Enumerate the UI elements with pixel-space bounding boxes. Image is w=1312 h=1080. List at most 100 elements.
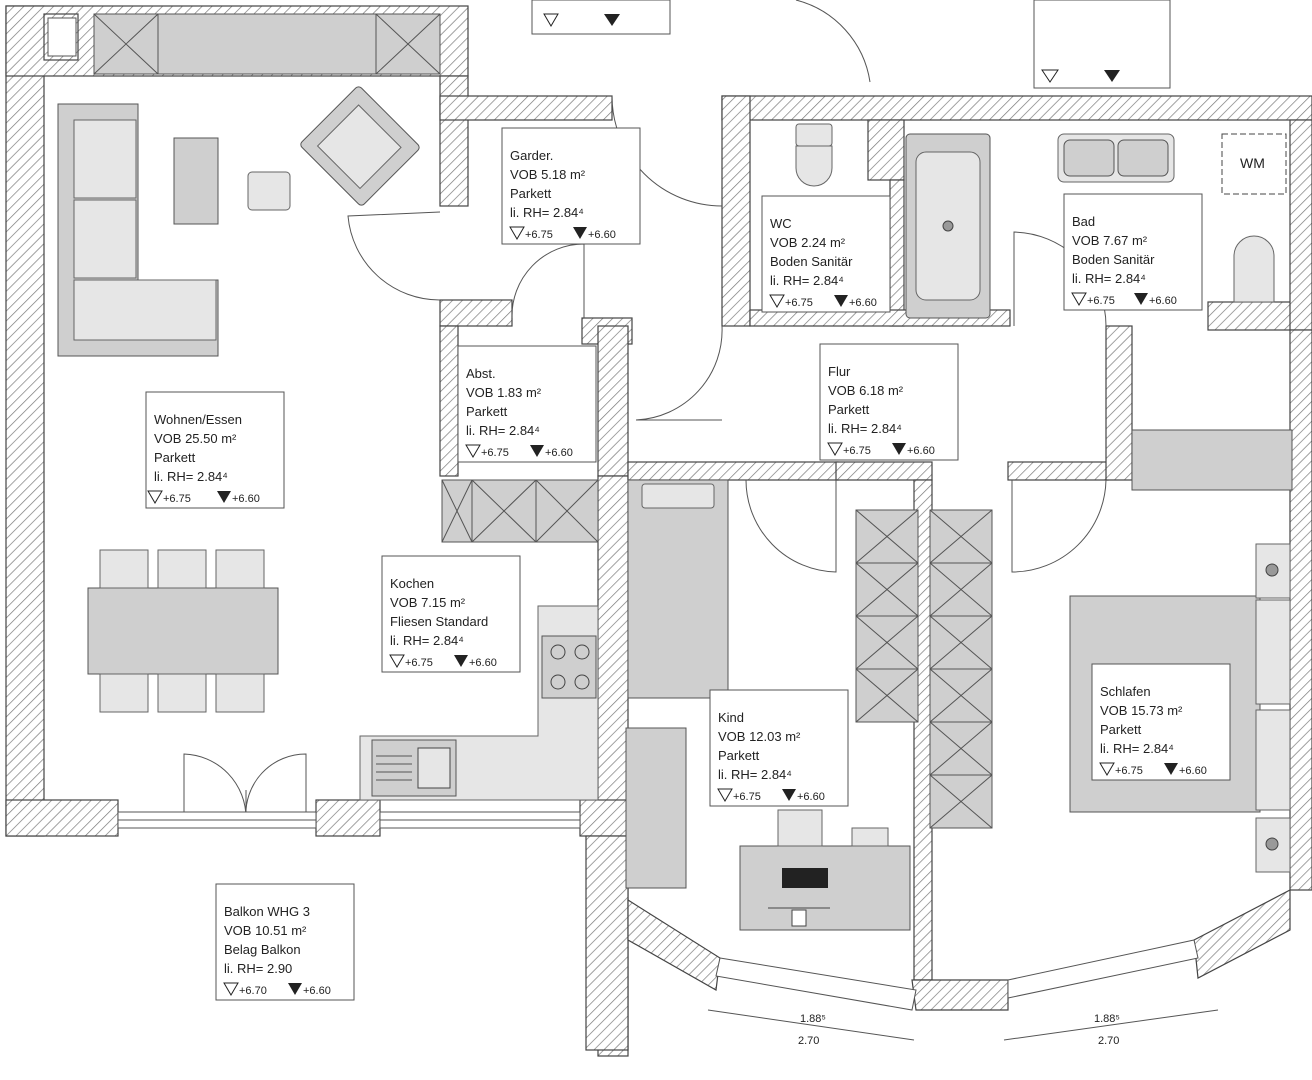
dimensions: 1.88⁵ 2.70 1.88⁵ 2.70: [707, 1009, 1219, 1047]
room-level-top: +6.75: [733, 791, 761, 803]
wall-wc-bad-lower: [889, 179, 905, 327]
wardrobe-cross-line: [855, 562, 919, 617]
room-level-bottom: +6.60: [1179, 765, 1207, 777]
room-area: VOB 1.83 m²: [466, 385, 542, 400]
room-height: li. RH= 2.84⁴: [154, 469, 228, 484]
wall-flur-bottom: [835, 461, 933, 481]
wardrobe-cross-line: [855, 509, 919, 564]
room-height: li. RH= 2.84⁴: [718, 767, 792, 782]
room-name: WC: [770, 216, 792, 231]
dim-line-left: [707, 1009, 915, 1041]
room-height: li. RH= 2.84⁴: [828, 421, 902, 436]
room-name: Schlafen: [1100, 684, 1151, 699]
door-living-garder[interactable]: [347, 211, 441, 301]
room-area: VOB 2.24 m²: [770, 235, 846, 250]
washing-machine: [1221, 133, 1287, 195]
dining-table: [87, 587, 279, 675]
kitchen-upper-cabinets: [441, 479, 599, 543]
room-area: VOB 5.18 m²: [510, 167, 586, 182]
wardrobe-cross-line: [855, 615, 919, 670]
room-level-bottom: +6.60: [588, 229, 616, 241]
room-area: VOB 7.15 m²: [390, 595, 466, 610]
room-level-top: +6.75: [525, 229, 553, 241]
room-height: li. RH= 2.84⁴: [770, 273, 844, 288]
room-name: Garder.: [510, 148, 553, 163]
wall-flur-bottom-right: [1007, 461, 1109, 481]
wc-cistern: [795, 123, 833, 147]
kind-bed: [627, 479, 729, 699]
room-height: li. RH= 2.84⁴: [466, 423, 540, 438]
pillow-1: [1255, 599, 1291, 705]
room-floor: Parkett: [466, 404, 508, 419]
room-labels: Wohnen/Essen VOB 25.50 m² Parkett li. RH…: [145, 127, 1231, 1001]
door-balcony-right[interactable]: [245, 753, 307, 819]
room-area: VOB 7.67 m²: [1072, 233, 1148, 248]
windows: [117, 811, 1199, 1011]
level-filled-triangle-1: [604, 14, 620, 26]
dim-right-bottom: 2.70: [1098, 1035, 1119, 1047]
door-entrance-arc: [795, 0, 871, 83]
wardrobe-cross-line: [855, 668, 919, 723]
level-open-triangle-1: [543, 13, 559, 27]
wardrobe-cross-line: [929, 721, 993, 776]
door-wc[interactable]: [635, 325, 723, 421]
room-floor: Parkett: [828, 402, 870, 417]
cooktop: [541, 635, 597, 699]
room-level-bottom: +6.60: [545, 447, 573, 459]
wall-left-outer: [5, 5, 45, 837]
wardrobe-compartment: [855, 668, 919, 723]
door-abst[interactable]: [511, 243, 585, 319]
room-name: Flur: [828, 364, 851, 379]
wall-flur-right: [1105, 325, 1133, 481]
door-schlafen[interactable]: [1011, 479, 1107, 573]
room-level-top: +6.75: [405, 657, 433, 669]
wall-right-outer-lower: [1289, 329, 1312, 891]
level-filled-triangle-2: [1104, 70, 1120, 82]
room-floor: Parkett: [154, 450, 196, 465]
wall-living-bottom-1: [5, 799, 119, 837]
room-floor: Belag Balkon: [224, 942, 301, 957]
wall-bay-middle: [911, 979, 1009, 1011]
door-entrance[interactable]: [611, 95, 723, 207]
wall-bay-right: [1193, 889, 1291, 979]
living-furniture: [57, 13, 441, 713]
washing-machine-label: WM: [1240, 155, 1265, 171]
wall-garder-bottom-left: [439, 299, 513, 327]
kind-shelf: [625, 727, 687, 889]
chair-bottom-2: [157, 673, 207, 713]
room-level-top: +6.75: [1087, 295, 1115, 307]
wall-garder-top: [439, 95, 613, 121]
room-label-flur: Flur VOB 6.18 m² Parkett li. RH= 2.84⁴ +…: [819, 343, 959, 461]
room-floor: Parkett: [510, 186, 552, 201]
room-height: li. RH= 2.84⁴: [390, 633, 464, 648]
coffee-table: [173, 137, 219, 225]
dim-right-top: 1.88⁵: [1094, 1013, 1120, 1025]
chair-top-3: [215, 549, 265, 589]
sofa-cushion-1: [73, 119, 137, 199]
room-label-kochen: Kochen VOB 7.15 m² Fliesen Standard li. …: [381, 555, 521, 673]
room-level-bottom: +6.60: [232, 493, 260, 505]
wardrobe-cross-line: [929, 774, 993, 829]
dim-left-top: 1.88⁵: [800, 1013, 826, 1025]
door-balcony-left[interactable]: [183, 753, 247, 819]
room-name: Kind: [718, 710, 744, 725]
wall-living-bottom-2: [315, 799, 381, 837]
dim-line-right: [1003, 1009, 1219, 1041]
room-height: li. RH= 2.84⁴: [1100, 741, 1174, 756]
wall-balcony-right: [585, 835, 629, 1051]
desk-lamp-box: [851, 827, 889, 847]
room-area: VOB 10.51 m²: [224, 923, 307, 938]
desk-chair: [777, 809, 823, 847]
armchair: [300, 86, 420, 206]
wall-abst-left: [439, 325, 459, 477]
landing-fragments: [531, 0, 1171, 89]
stool: [247, 171, 291, 211]
door-kind[interactable]: [745, 479, 837, 573]
room-level-top: +6.75: [785, 297, 813, 309]
room-level-top: +6.75: [163, 493, 191, 505]
sofa-cushion-2: [73, 199, 137, 279]
wall-abst-right: [597, 325, 629, 477]
room-level-bottom: +6.60: [303, 985, 331, 997]
room-level-bottom: +6.60: [907, 445, 935, 457]
